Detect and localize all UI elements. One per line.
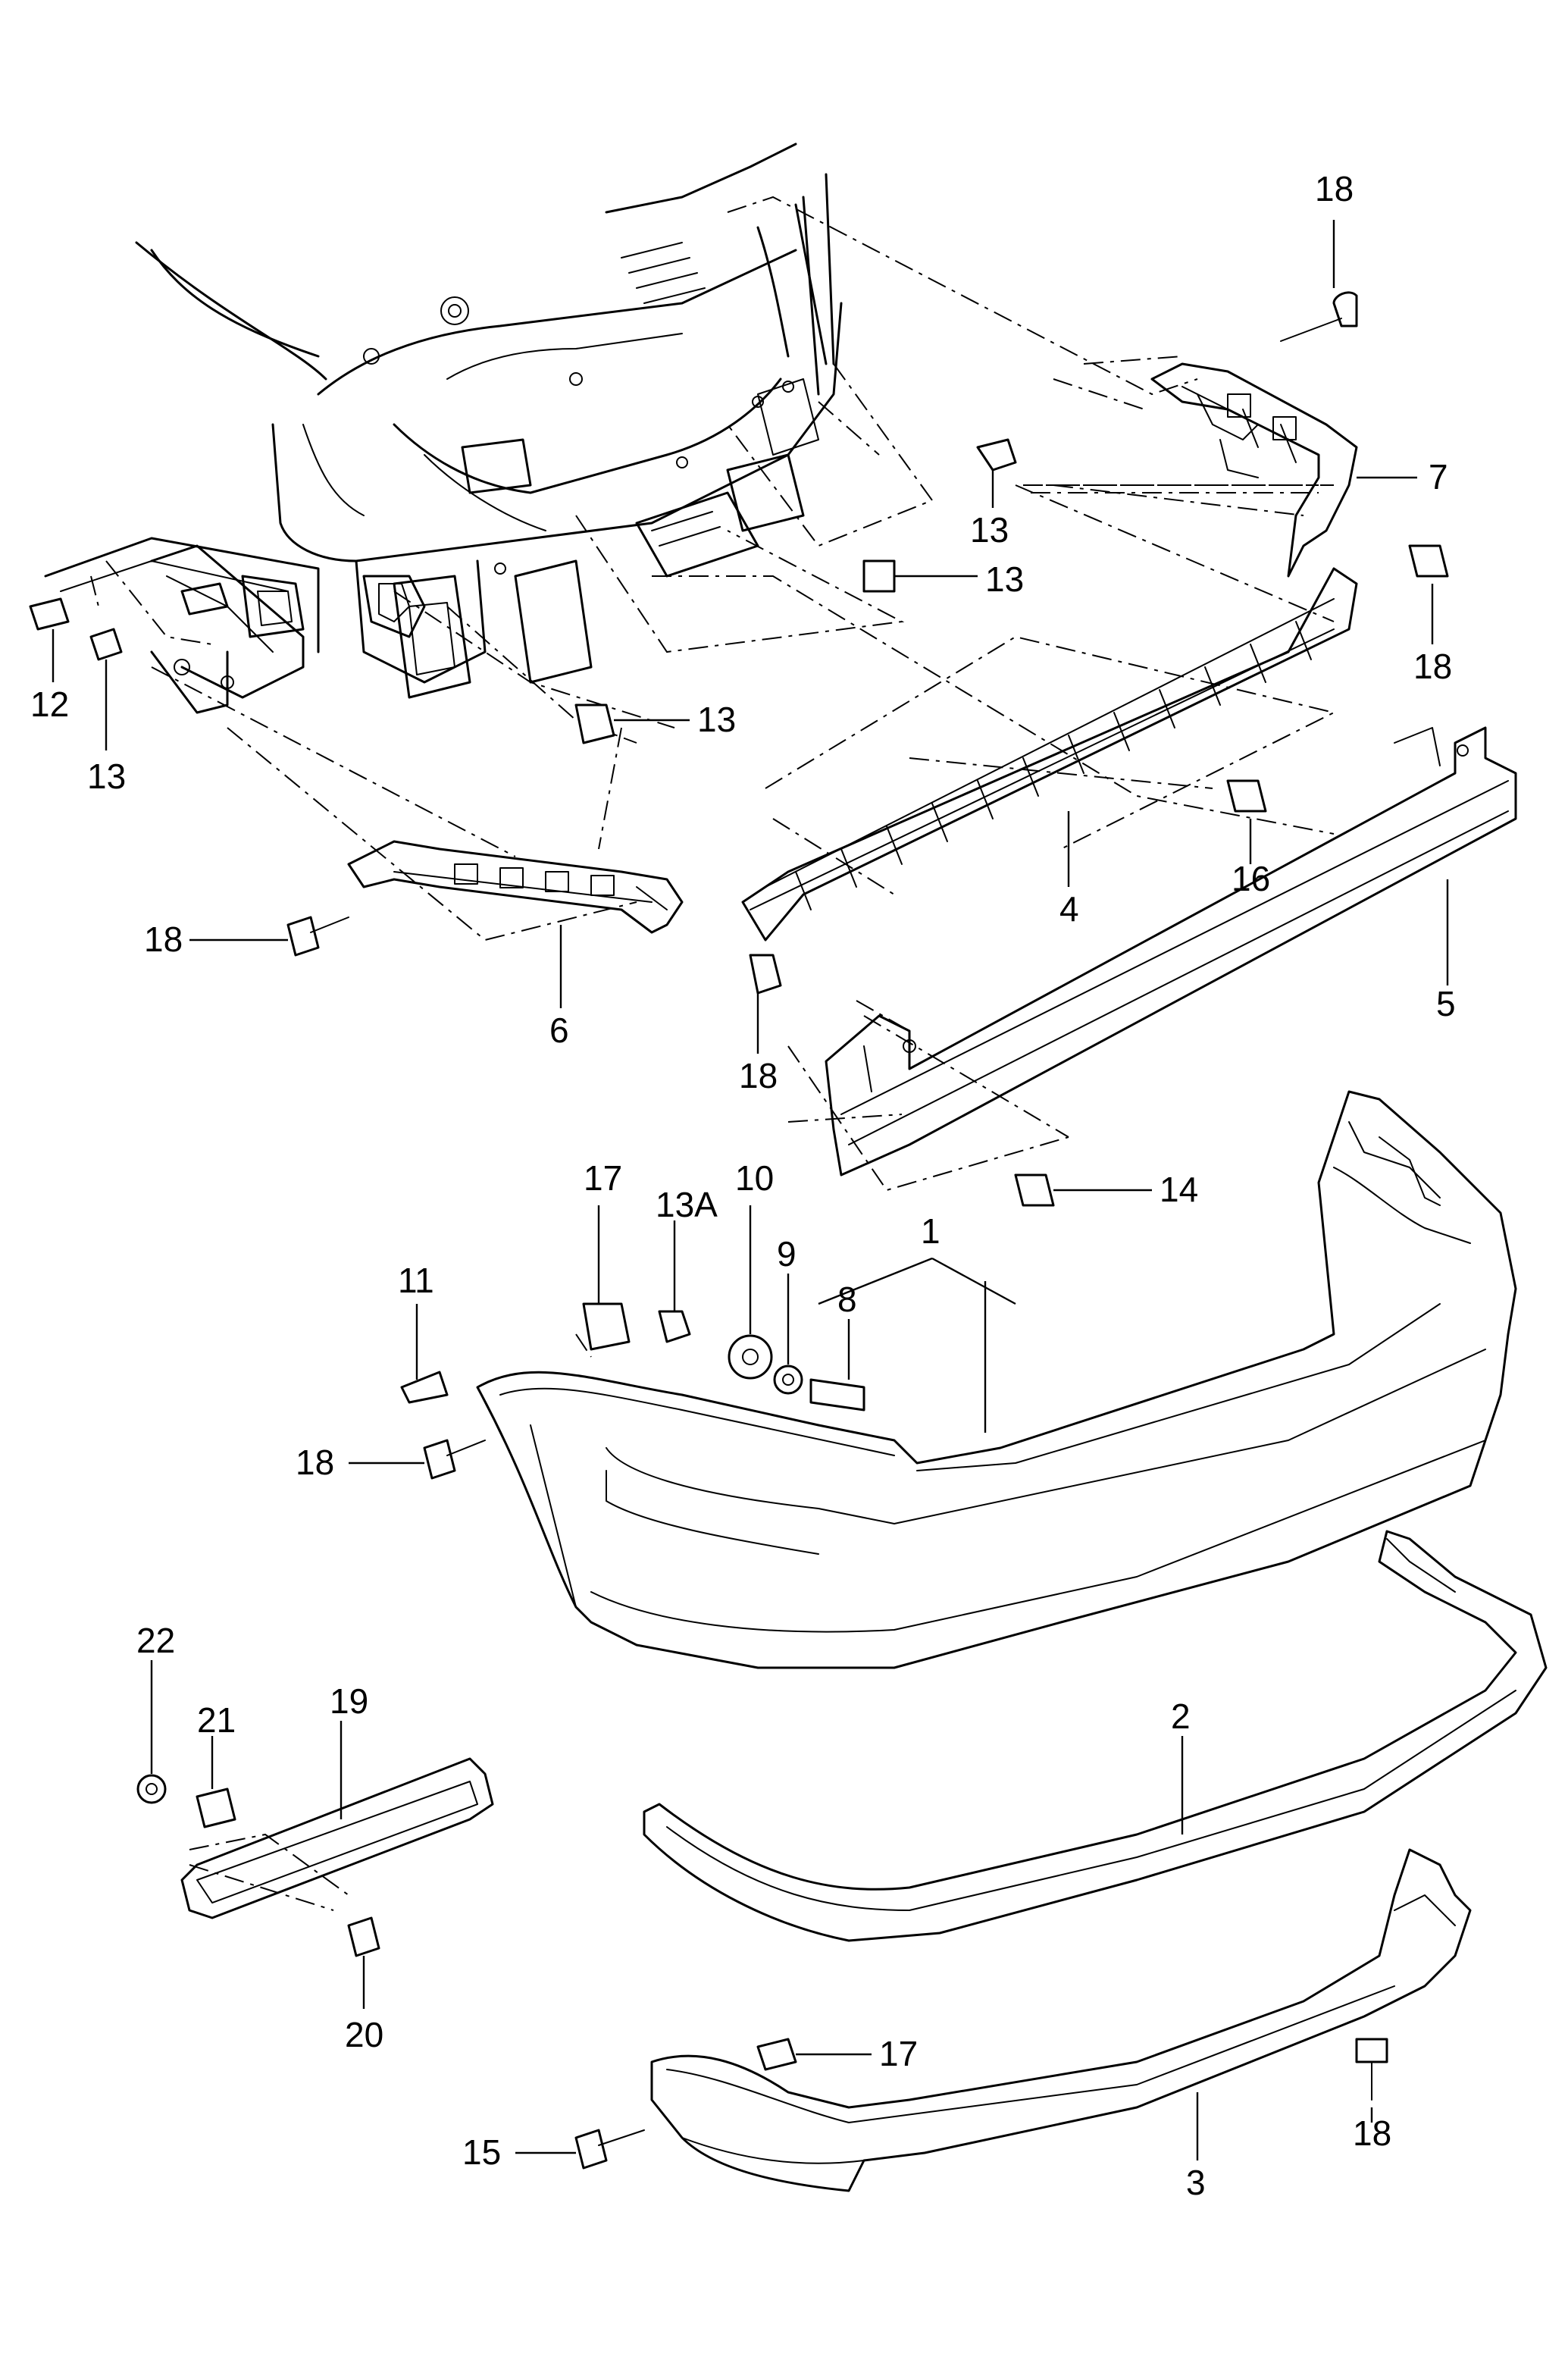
part-3-diffuser [650, 1848, 1472, 2192]
label-9: 9 [777, 1234, 797, 1274]
label-2: 2 [1171, 1697, 1191, 1736]
label-16: 16 [1232, 859, 1270, 898]
part-4-mounting-rail [741, 567, 1358, 942]
label-17-upper: 17 [584, 1158, 622, 1198]
part-6-left-bracket [347, 840, 684, 934]
label-17-lower: 17 [879, 2034, 918, 2073]
label-21: 21 [197, 1700, 236, 1740]
label-18-right: 18 [1413, 647, 1452, 686]
label-1: 1 [921, 1211, 940, 1251]
label-12: 12 [30, 685, 69, 724]
label-8: 8 [837, 1280, 857, 1319]
label-18-bracket: 18 [739, 1056, 778, 1095]
assembly-lines [90, 196, 1336, 1911]
leader-lines [52, 220, 1449, 2160]
part-2-lower-strip [643, 1530, 1548, 1942]
label-4: 4 [1059, 889, 1079, 929]
label-18-left: 18 [144, 920, 183, 959]
label-18-top: 18 [1315, 169, 1354, 208]
label-6: 6 [549, 1010, 569, 1050]
label-22: 22 [136, 1621, 175, 1660]
vehicle-rear-body [44, 143, 843, 714]
label-5: 5 [1436, 984, 1456, 1023]
part-labels: 18 7 13 13 18 12 13 13 16 4 18 6 5 18 17… [30, 169, 1456, 2202]
label-7: 7 [1429, 457, 1448, 497]
part-1-bumper-cover [476, 1090, 1517, 1669]
label-18-bottom: 18 [1353, 2113, 1391, 2153]
label-3: 3 [1186, 2163, 1206, 2202]
part-19-reflector-frame [180, 1757, 494, 1919]
label-11: 11 [398, 1261, 434, 1300]
label-13A: 13A [656, 1185, 718, 1224]
label-13-left: 13 [87, 757, 126, 796]
label-14: 14 [1160, 1170, 1198, 1209]
label-10: 10 [735, 1158, 774, 1198]
part-5-impact-beam [825, 726, 1517, 1177]
label-13-middle: 13 [985, 559, 1024, 599]
label-13-upper: 13 [970, 510, 1009, 550]
label-18-cover: 18 [296, 1443, 334, 1482]
part-7-right-bracket [1150, 362, 1358, 578]
fasteners [29, 291, 1449, 2170]
label-20: 20 [345, 2015, 383, 2054]
label-15: 15 [462, 2132, 501, 2172]
label-19: 19 [330, 1681, 368, 1721]
label-13-lower: 13 [697, 700, 736, 739]
